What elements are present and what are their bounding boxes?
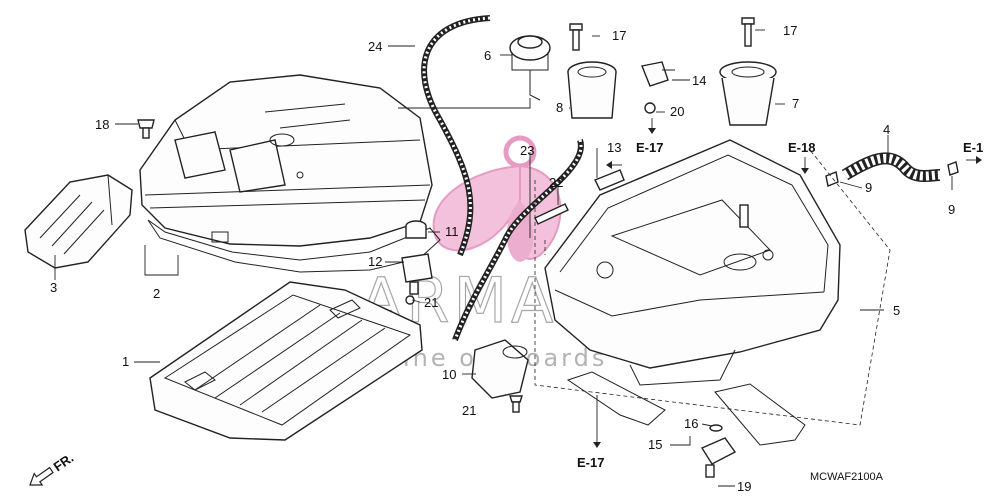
callout-8: 8 [556, 100, 563, 115]
bolt-21-lower [509, 395, 523, 413]
bolt-17-right [741, 17, 755, 47]
callout-4: 4 [883, 122, 890, 137]
pipe-22 [534, 203, 569, 225]
callout-2: 2 [153, 286, 160, 301]
callout-17b: 17 [783, 23, 797, 38]
callout-5: 5 [893, 303, 900, 318]
valve-12 [401, 253, 433, 295]
callout-19: 19 [737, 479, 751, 494]
bolt-21-upper [405, 295, 415, 305]
callout-20: 20 [670, 104, 684, 119]
bolt-18 [137, 119, 155, 139]
callout-10: 10 [442, 367, 456, 382]
fitting-13 [594, 169, 625, 191]
callouts: 1 2 3 4 5 6 7 8 9 9 10 11 12 13 14 15 16… [50, 23, 955, 494]
callout-21b: 21 [462, 403, 476, 418]
front-direction-indicator: FR. [29, 450, 77, 486]
reference-e18: E-18 [788, 140, 815, 155]
callout-13: 13 [607, 140, 621, 155]
reference-labels: E-17 E-17 E-18 E-1 [577, 140, 983, 470]
diagram-code: MCWAF2100A [810, 471, 884, 483]
callout-22: 22 [549, 175, 563, 190]
callout-17a: 17 [612, 28, 626, 43]
callout-23: 23 [520, 143, 534, 158]
callout-12: 12 [368, 254, 382, 269]
reference-e17-bottom: E-17 [577, 455, 604, 470]
front-arrow-icon [29, 466, 54, 486]
clip-9-left [825, 171, 839, 187]
reference-e1: E-1 [963, 140, 983, 155]
callout-9b: 9 [948, 202, 955, 217]
gasket-15 [566, 371, 806, 446]
air-filter-element [149, 281, 423, 441]
assembly-outline [534, 149, 891, 426]
valve-6 [509, 35, 551, 101]
cap-7 [719, 61, 777, 126]
callout-16: 16 [684, 416, 698, 431]
callout-1: 1 [122, 354, 129, 369]
leader-lines [54, 29, 953, 487]
clip-9-right [947, 161, 959, 176]
bolt-20 [644, 102, 656, 114]
callout-3: 3 [50, 280, 57, 295]
cap-8 [567, 61, 617, 119]
reference-arrows [593, 118, 982, 448]
oil-pan [544, 139, 841, 386]
callout-6: 6 [484, 48, 491, 63]
callout-24: 24 [368, 39, 382, 54]
callout-14: 14 [692, 73, 706, 88]
intake-duct [24, 174, 133, 269]
callout-7: 7 [792, 96, 799, 111]
washer-16 [709, 424, 723, 432]
front-label: FR. [51, 450, 77, 474]
oil-filter-10 [471, 339, 529, 399]
housing-seal [147, 219, 441, 273]
callout-15: 15 [648, 437, 662, 452]
callout-18: 18 [95, 117, 109, 132]
bolt-17-left [569, 23, 583, 51]
callout-9a: 9 [865, 180, 872, 195]
callout-11: 11 [445, 224, 459, 239]
reference-e17-top: E-17 [636, 140, 663, 155]
sensor-14 [641, 61, 675, 87]
hose-4 [842, 153, 941, 181]
cap-11 [405, 220, 427, 239]
drain-plug-19 [700, 437, 737, 478]
breather-hose-23 [453, 139, 583, 341]
callout-21a: 21 [424, 295, 438, 310]
air-cleaner-housing [139, 74, 433, 247]
